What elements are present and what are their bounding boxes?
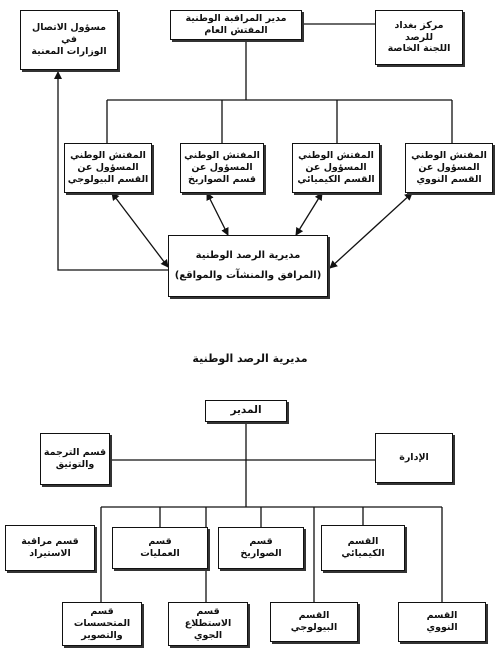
dept-operations-box: قسم العمليات: [112, 527, 208, 569]
inspector-nuclear-line-2: المسؤول عن: [418, 162, 480, 174]
head-box: مدير المراقبة الوطنية المفتش العام: [170, 10, 302, 40]
dept-import-monitoring-box: قسم مراقبة الاستيراد: [5, 525, 95, 571]
inspector-missile-line-2: المسؤول عن: [191, 162, 253, 174]
dept-chemical-box: القسم الكيميائي: [321, 525, 405, 571]
dept-import-line-2: الاستيراد: [29, 548, 71, 559]
section-caption: مديرية الرصد الوطنية: [192, 352, 308, 365]
dept-operations-line-2: العمليات: [140, 548, 180, 559]
translation-line-2: والتوثيق: [55, 459, 95, 470]
baghdad-center-box: مركز بغداد للرصد اللجنة الخاصة: [375, 10, 463, 65]
dept-import-line-1: قسم مراقبة: [21, 536, 79, 548]
arrow-missile: [206, 192, 229, 236]
directorate-subtitle: (المرافق والمنشآت والمواقع): [174, 270, 322, 281]
baghdad-line-1: مركز بغداد: [394, 19, 444, 31]
liaison-line-3: الوزارات المعنية: [31, 45, 107, 57]
dept-chemical-line-1: القسم: [347, 536, 379, 548]
dept-missiles-line-2: الصواريخ: [240, 548, 282, 559]
dept-chemical-line-2: الكيميائي: [341, 548, 385, 559]
translation-line-1: قسم الترجمة: [43, 447, 107, 459]
inspector-chemical-line-1: المفتش الوطني: [298, 150, 374, 162]
dept-aerial-recon-box: قسم الاستطلاع الجوي: [168, 602, 248, 646]
dept-nuclear-line-1: القسم: [426, 610, 458, 622]
inspector-missile-line-3: قسم الصواريخ: [188, 173, 256, 185]
directorate-box: مديرية الرصد الوطنية (المرافق والمنشآت و…: [168, 235, 328, 297]
admin-label: الإدارة: [399, 452, 429, 464]
dept-sensors-line-3: والتصوير: [81, 629, 123, 641]
dept-missiles-line-1: قسم: [249, 536, 273, 548]
inspector-nuclear-line-1: المفتش الوطني: [411, 150, 487, 162]
dept-biological-line-2: البيولوجي: [290, 622, 338, 633]
head-line-1: مدير المراقبة الوطنية: [185, 13, 287, 25]
inspector-biological-box: المفتش الوطني المسؤول عن القسم البيولوجي: [64, 143, 152, 193]
dept-aerial-line-1: قسم: [196, 606, 220, 618]
dept-operations-line-1: قسم: [148, 536, 172, 548]
arrow-chem: [295, 192, 323, 236]
dept-sensors-line-1: قسم: [90, 606, 114, 618]
inspector-missile-line-1: المفتش الوطني: [184, 150, 260, 162]
dept-nuclear-box: القسم النووي: [398, 602, 486, 642]
dept-missiles-box: قسم الصواريخ: [218, 527, 304, 569]
dept-nuclear-line-2: النووي: [426, 622, 458, 633]
dept-aerial-line-2: الاستطلاع: [184, 618, 232, 630]
dept-aerial-line-3: الجوي: [193, 629, 223, 641]
inspector-nuclear-line-3: القسم النووي: [416, 173, 482, 185]
dept-biological-box: القسم البيولوجي: [270, 602, 358, 642]
head-line-2: المفتش العام: [204, 25, 268, 36]
director-label: المدير: [230, 404, 262, 417]
dept-biological-line-1: القسم: [298, 610, 330, 622]
baghdad-line-2: للرصد: [404, 31, 434, 43]
arrow-bio: [111, 192, 169, 268]
dept-sensors-line-2: المتحسسات: [73, 618, 131, 630]
dept-sensors-imaging-box: قسم المتحسسات والتصوير: [62, 602, 142, 646]
inspector-biological-line-1: المفتش الوطني: [70, 150, 146, 162]
inspector-chemical-box: المفتش الوطني المسؤول عن القسم الكيميائي: [292, 143, 380, 193]
translation-box: قسم الترجمة والتوثيق: [40, 433, 110, 485]
arrow-liaison: [54, 71, 168, 271]
liaison-line-1: مسؤول الاتصال: [31, 22, 107, 34]
inspector-chemical-line-3: القسم الكيميائي: [297, 173, 375, 185]
inspector-biological-line-3: القسم البيولوجي: [67, 173, 149, 185]
liaison-line-2: في: [61, 34, 77, 46]
inspector-missile-box: المفتش الوطني المسؤول عن قسم الصواريخ: [180, 143, 264, 193]
director-box: المدير: [205, 400, 287, 422]
baghdad-line-3: اللجنة الخاصة: [387, 43, 451, 55]
inspector-nuclear-box: المفتش الوطني المسؤول عن القسم النووي: [405, 143, 493, 193]
inspector-biological-line-2: المسؤول عن: [77, 162, 139, 174]
admin-box: الإدارة: [375, 433, 453, 483]
arrow-nuclear: [329, 192, 413, 269]
liaison-box: مسؤول الاتصال في الوزارات المعنية: [20, 10, 118, 70]
inspector-chemical-line-2: المسؤول عن: [305, 162, 367, 174]
directorate-title: مديرية الرصد الوطنية: [195, 249, 301, 261]
